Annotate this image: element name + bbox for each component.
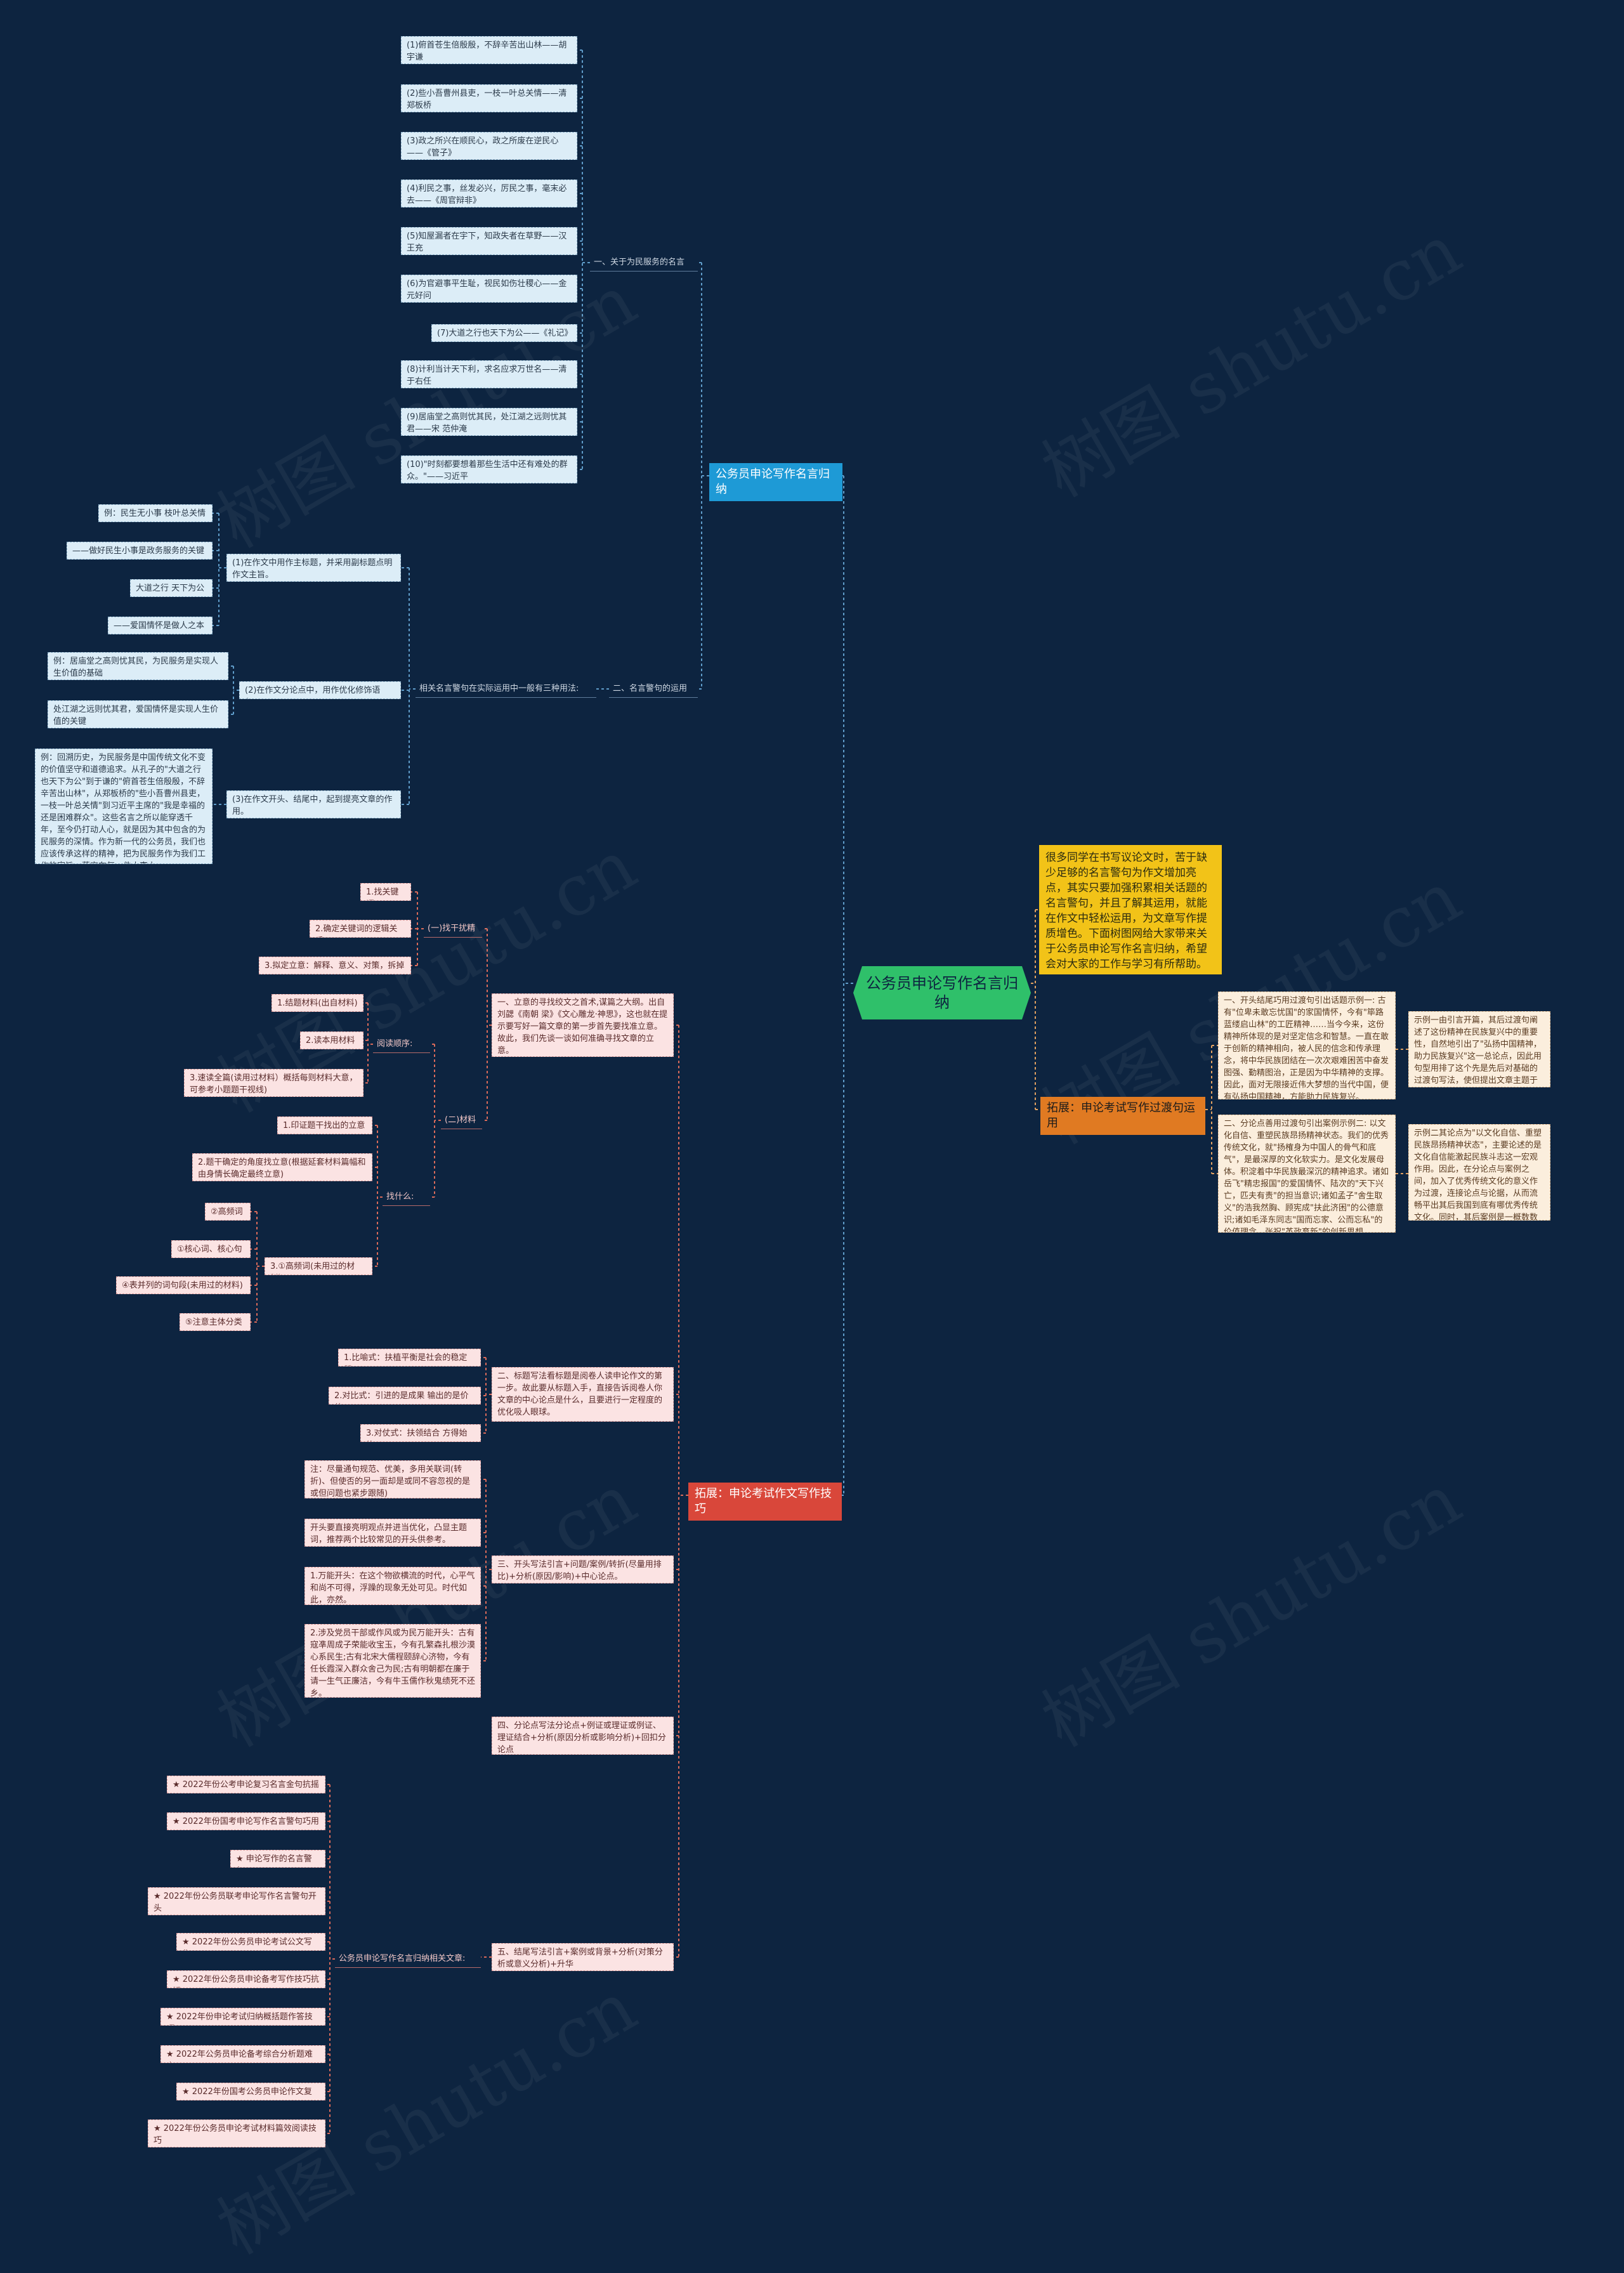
quote-item[interactable]: (1)俯首苍生倍殷殷，不辞辛苦出山林——胡宇谦: [401, 36, 577, 64]
title-method[interactable]: 3.对仗式：扶领结合 方得始终: [360, 1424, 481, 1442]
quote-item[interactable]: (3)政之所兴在顺民心，政之所废在逆民心——《管子》: [401, 132, 577, 160]
title-method[interactable]: 2.对比式：引进的是成果 输出的是价值: [329, 1387, 481, 1405]
transition-note-2[interactable]: 示例二其论点为"以文化自信、重塑民族昂扬精神状态"，主要论述的是文化自信能激起民…: [1408, 1124, 1550, 1221]
usage-1-example[interactable]: 大道之行 天下为公: [130, 579, 213, 597]
branch-writing-skills[interactable]: 拓展：申论考试作文写作技巧: [688, 1483, 842, 1521]
usage-2-example[interactable]: 例：居庙堂之高则忧其民，为民服务是实现人生价值的基础: [48, 652, 228, 680]
opening-tip[interactable]: 开头要直接亮明观点并进当优化，凸显主题词，推荐两个比较常见的开头供参考。: [304, 1519, 481, 1547]
transition-note-1[interactable]: 示例一由引言开篇，其后过渡句阐述了这份精神在民族复兴中的重要性，自然地引出了"弘…: [1408, 1011, 1550, 1087]
transition-example-1[interactable]: 一、开头结尾巧用过渡句引出话题示例一: 古有"位卑未敢忘忧国"的家国情怀，今有"…: [1218, 992, 1396, 1099]
usage-1-example[interactable]: ——做好民生小事是政务服务的关键: [67, 542, 213, 560]
usage-intro[interactable]: 相关名言警句在实际运用中一般有三种用法:: [416, 680, 596, 698]
find-sub-item[interactable]: ⑤注意主体分类: [180, 1313, 251, 1331]
skill-5-ending[interactable]: 五、结尾写法引言+案例或背景+分析(对策分析或意义分析)+升华: [492, 1943, 674, 1971]
skill-3-opening[interactable]: 三、开头写法引言+问题/案例/转折(尽量用排比)+分析(原因/影响)+中心论点。: [492, 1556, 674, 1583]
reading-order-item[interactable]: 2.读本用材料: [300, 1032, 363, 1049]
skill-4-subpoint[interactable]: 四、分论点写法分论点+例证或理证或例证、理证结合+分析(原因分析或影响分析)+回…: [492, 1717, 674, 1755]
find-sub-item[interactable]: ④表并列的词句段(未用过的材料): [116, 1276, 251, 1294]
related-article-link[interactable]: ★ 2022年份申论考试归纳概括题作答技巧: [160, 2008, 325, 2026]
usage-3[interactable]: (3)在作文开头、结尾中，起到提亮文章的作用。: [226, 790, 401, 818]
quotes-category-1[interactable]: 一、关于为民服务的名言: [590, 254, 698, 272]
quote-item[interactable]: (7)大道之行也天下为公——《礼记》: [431, 324, 577, 342]
reading-order-item[interactable]: 3.速读全篇(读用过材料）概括每则材料大意，可参考小题题干视线): [184, 1069, 363, 1097]
skill-1-a-item[interactable]: 1.找关键词: [360, 883, 411, 901]
opening-tip[interactable]: 1.万能开头：在这个物欲横流的时代，心平气和尚不可得，浮躁的现象无处可见。时代如…: [304, 1567, 481, 1605]
related-article-link[interactable]: ★ 2022年份公务员申论备考写作技巧抗摇: [167, 1970, 325, 1988]
transition-example-2[interactable]: 二、分论点善用过渡句引出案例示例二: 以文化自信、重塑民族昂扬精神状态。我们的优…: [1218, 1115, 1396, 1233]
find-item[interactable]: 1.印证题干找出的立意: [277, 1117, 372, 1134]
quote-item[interactable]: (8)计利当计天下利，求名应求万世名——清于右任: [401, 360, 577, 388]
intro-note[interactable]: 很多同学在书写议论文时，苦于缺少足够的名言警句为作文增加亮点，其实只要加强积累相…: [1039, 845, 1222, 974]
usage-1[interactable]: (1)在作文中用作主标题，并采用副标题点明作文主旨。: [226, 554, 401, 582]
related-article-link[interactable]: ★ 2022年份公务员申论考试材料篇效阅读技巧: [148, 2119, 325, 2147]
find-sub-item[interactable]: ②高频词: [205, 1203, 251, 1221]
related-article-link[interactable]: ★ 2022年份公务员联考申论写作名言警句开头: [148, 1887, 325, 1915]
mindmap-canvas: 树图 shutu.cn 树图 shutu.cn 树图 shutu.cn 树图 s…: [35, 36, 1550, 2270]
skill-1-a-item[interactable]: 2.确定关键词的逻辑关系: [310, 920, 411, 938]
quote-item[interactable]: (10)"时刻都要想着那些生活中还有难处的群众。"——习近平: [401, 455, 577, 483]
related-articles-label[interactable]: 公务员申论写作名言归纳相关文章:: [335, 1950, 481, 1968]
usage-2[interactable]: (2)在作文分论点中，用作优化修饰语句。: [239, 681, 401, 699]
usage-3-example[interactable]: 例：回溯历史，为民服务是中国传统文化不变的价值坚守和道德追求。从孔子的"大道之行…: [35, 749, 213, 864]
quote-item[interactable]: (4)利民之事，丝发必兴，厉民之事，毫末必去——《周官辩非》: [401, 180, 577, 207]
quotes-category-2[interactable]: 二、名言警句的运用: [609, 680, 698, 698]
reading-order-item[interactable]: 1.结题材料(出自材料): [272, 994, 363, 1012]
quote-item[interactable]: (6)为官避事平生耻，视民如伤壮稷心——金元好问: [401, 275, 577, 303]
connector-lines: [213, 49, 1408, 2134]
opening-tip[interactable]: 注：尽量通句规范、优美，多用关联词(转折)、但使否的另一面却是或同不容忽视的是或…: [304, 1460, 481, 1498]
what-to-find[interactable]: 找什么:: [383, 1188, 430, 1206]
quote-item[interactable]: (5)知屋漏者在宇下，知政失者在草野——汉 王充: [401, 227, 577, 255]
quote-item[interactable]: (9)居庙堂之高则忧其民，处江湖之远则忧其君——宋 范仲淹: [401, 408, 577, 436]
related-article-link[interactable]: ★ 2022年公务员申论备考综合分析题难点: [160, 2045, 325, 2063]
find-item[interactable]: 2.题干确定的角度找立意(根据延套材料篇幅和由身情长确定最终立意): [192, 1153, 372, 1181]
title-method[interactable]: 1.比喻式：扶植平衡是社会的稳定器: [338, 1349, 481, 1366]
branch-transition-sentences[interactable]: 拓展：申论考试写作过渡句运用: [1040, 1097, 1205, 1135]
find-sub-item[interactable]: ①核心词、核心句: [171, 1240, 251, 1258]
usage-1-example[interactable]: ——爱国情怀是做人之本: [108, 617, 213, 634]
root-topic[interactable]: 公务员申论写作名言归纳: [853, 966, 1031, 1019]
reading-order[interactable]: 阅读顺序:: [373, 1035, 430, 1053]
related-article-link[interactable]: ★ 申论写作的名言警句: [230, 1850, 325, 1868]
related-article-link[interactable]: ★ 2022年份国考公务员申论作文复习: [176, 2083, 325, 2100]
related-article-link[interactable]: ★ 2022年份公务员申论考试公文写作: [176, 1933, 325, 1951]
usage-2-example[interactable]: 处江湖之远则忧其君，爱国情怀是实现人生价值的关键: [48, 700, 228, 728]
usage-1-example[interactable]: 例：民生无小事 枝叶总关情: [98, 504, 213, 522]
skill-2-title[interactable]: 二、标题写法看标题是阅卷人读申论作文的第一步。故此要从标题入手，直接告诉阅卷人你…: [492, 1367, 674, 1422]
quote-item[interactable]: (2)些小吾曹州县吏，一枝一叶总关情——清 郑板桥: [401, 84, 577, 112]
skill-1-a-item[interactable]: 3.拟定立意：解释、意义、对策，拆掉: [259, 957, 411, 974]
related-article-link[interactable]: ★ 2022年份国考申论写作名言警句巧用: [167, 1812, 325, 1830]
find-item-3[interactable]: 3.①高频词(未用过的材料）: [265, 1257, 372, 1275]
related-article-link[interactable]: ★ 2022年份公考申论复习名言金句抗摇: [167, 1776, 325, 1793]
skill-1-intent[interactable]: 一、立意的寻找绞文之首术,谋篇之大纲。出自刘勰《南朝 梁》《文心雕龙·神思》，这…: [492, 993, 674, 1057]
opening-tip[interactable]: 2.涉及党员干部或作风或为民万能开头：古有寇凖周成子荣能收宝玉，今有孔繁森扎根沙…: [304, 1624, 481, 1698]
skill-1-sub-a[interactable]: (一)找干扰精: [424, 920, 482, 938]
branch-quotes[interactable]: 公务员申论写作名言归纳: [709, 463, 842, 501]
skill-1-sub-b[interactable]: (二)材料: [441, 1111, 482, 1129]
